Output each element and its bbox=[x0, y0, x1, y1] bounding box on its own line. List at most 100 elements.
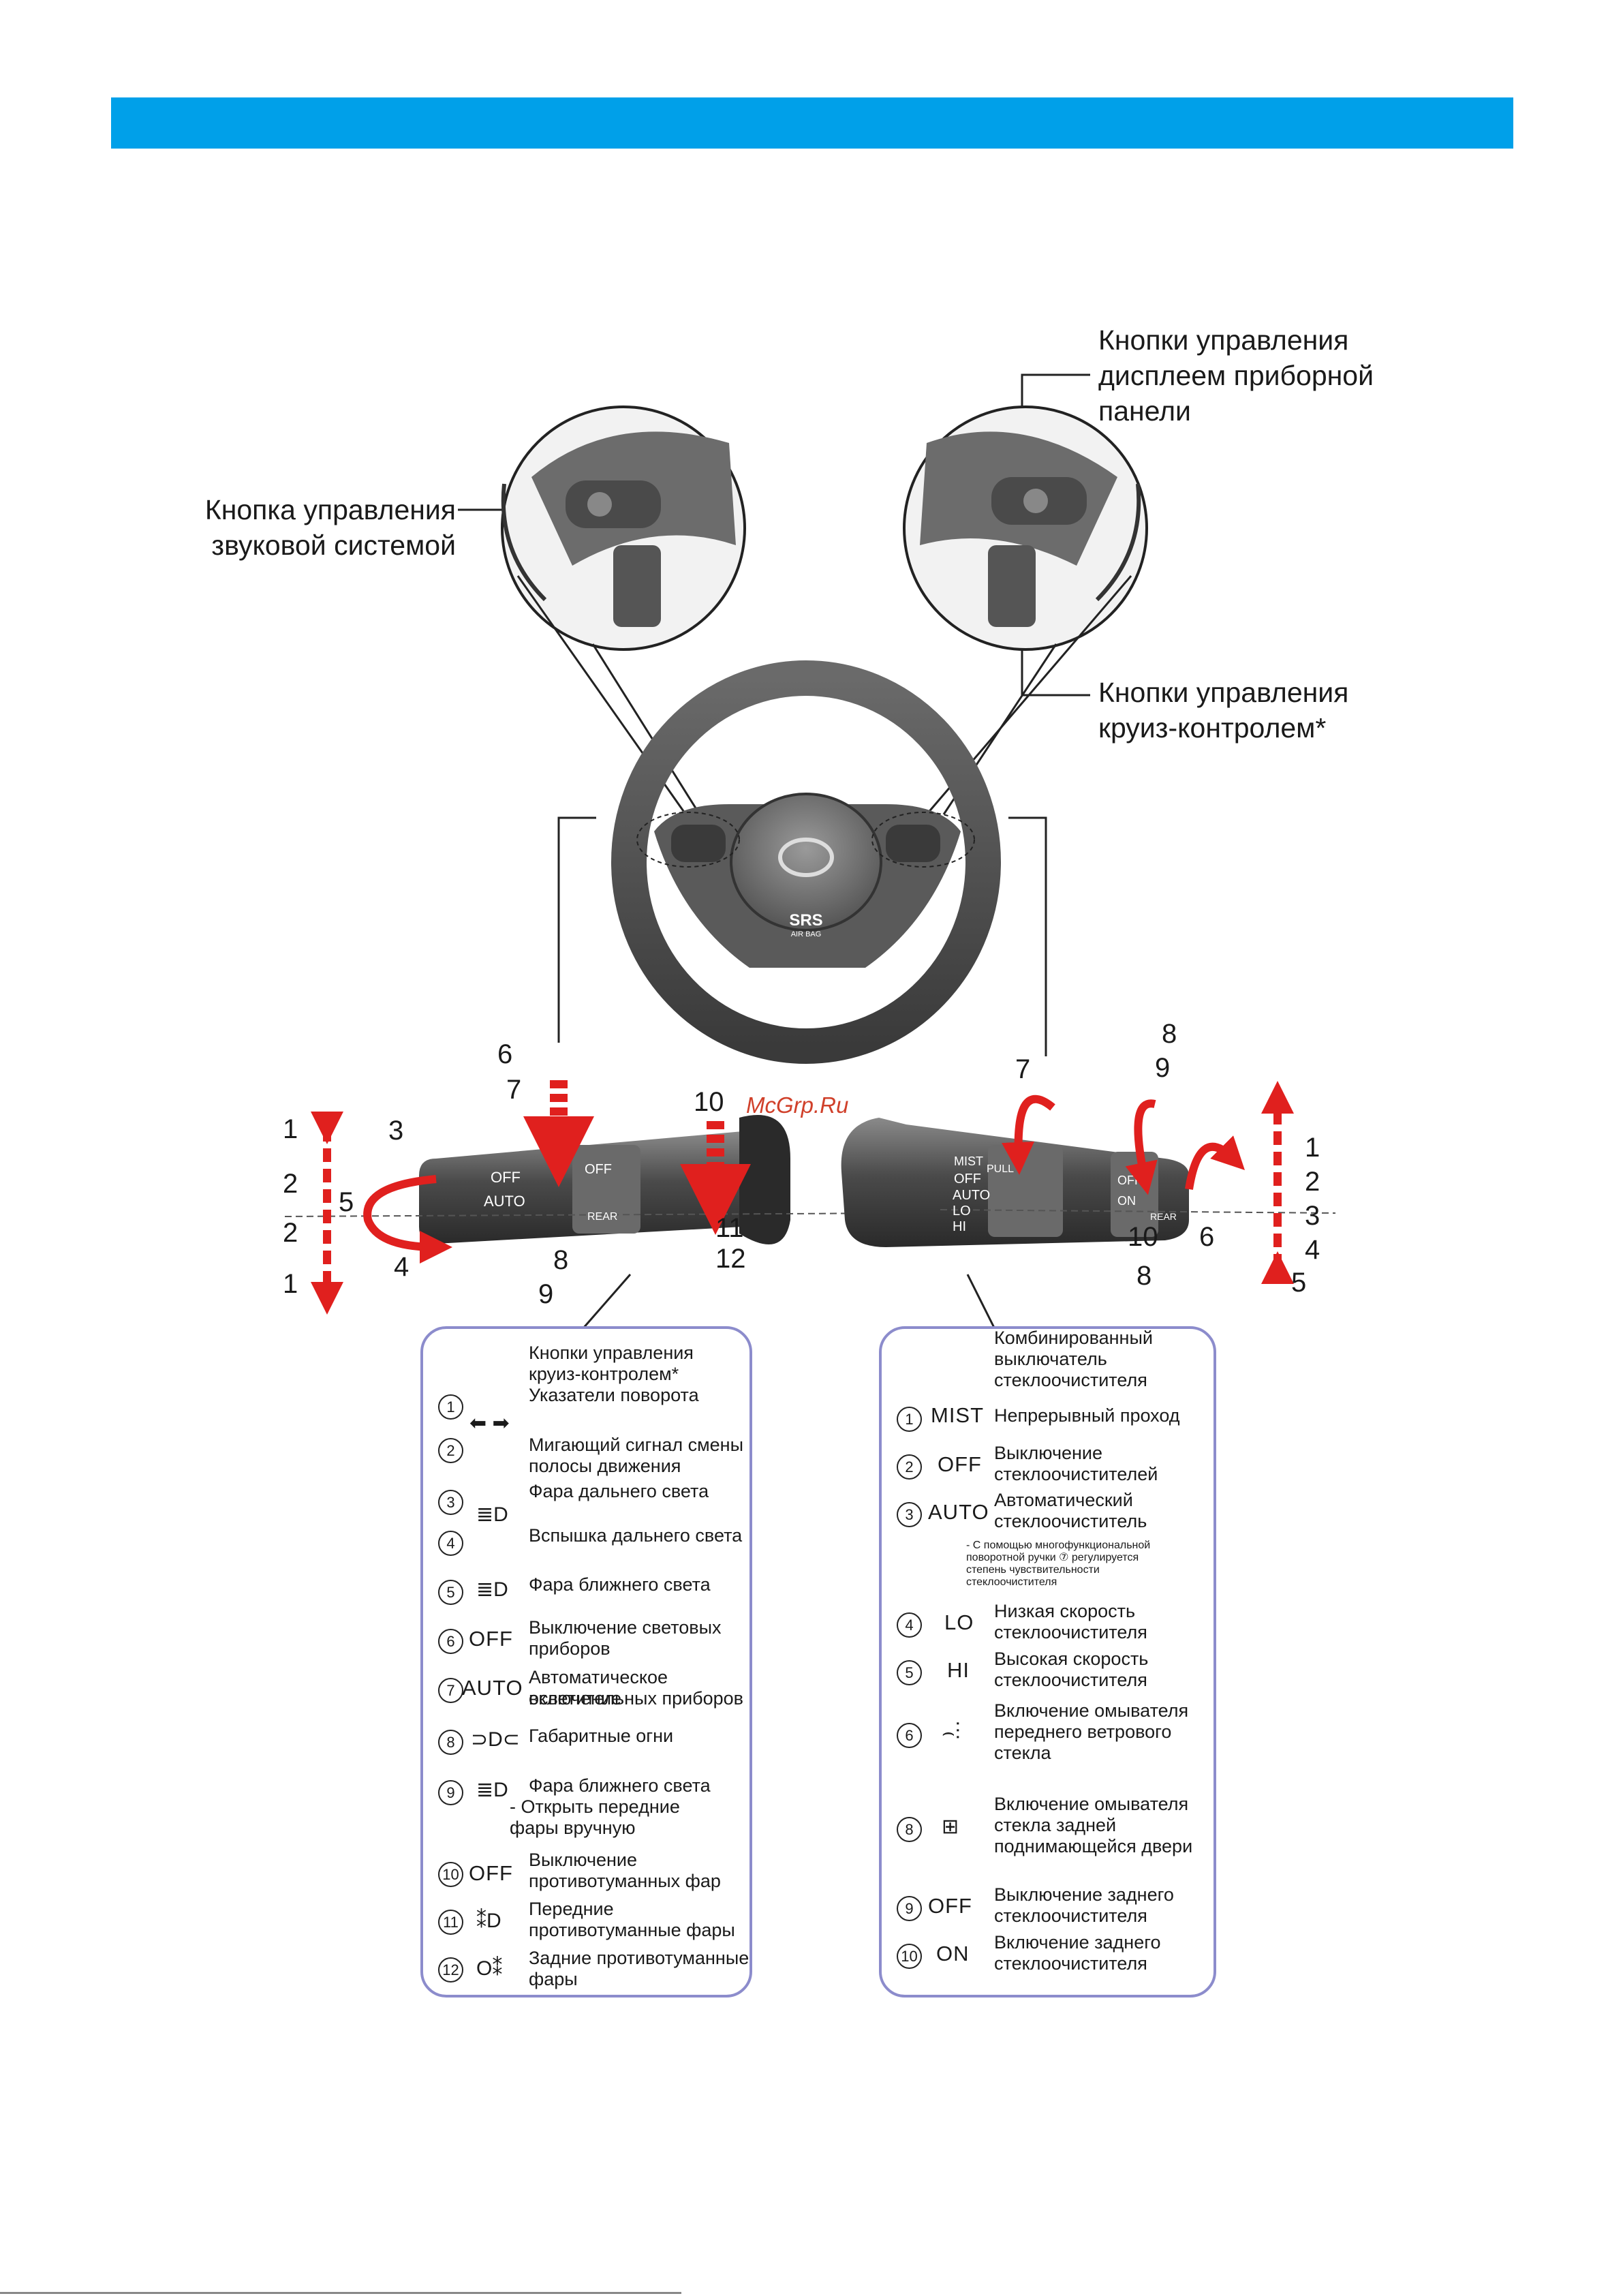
lighting-header-2: круиз-контролем* bbox=[529, 1364, 679, 1384]
right-num-9: 9 bbox=[1155, 1053, 1170, 1083]
wiper-header-2: выключатель bbox=[994, 1349, 1107, 1369]
right-num-10: 10 bbox=[1128, 1222, 1158, 1252]
low-beam-icon: ≣D bbox=[476, 1578, 508, 1601]
right-num-3: 3 bbox=[1305, 1201, 1320, 1231]
row-number: 1 bbox=[897, 1407, 922, 1432]
left-num-2b: 2 bbox=[283, 1218, 298, 1248]
callout-cruise-line1: Кнопки управления bbox=[1098, 677, 1349, 708]
row-desc: Фара ближнего света bbox=[529, 1775, 711, 1796]
right-num-8a: 8 bbox=[1162, 1019, 1177, 1049]
front-fog-icon: ⁑D bbox=[476, 1910, 501, 1932]
rear-fog-icon: O⁑ bbox=[476, 1957, 503, 1980]
row-code: AUTO bbox=[462, 1676, 523, 1700]
row-number: 9 bbox=[897, 1896, 922, 1921]
row-desc: - Открыть передние bbox=[510, 1796, 680, 1817]
row-desc: Непрерывный проход bbox=[994, 1405, 1180, 1426]
fog-off-label: OFF bbox=[585, 1162, 612, 1177]
callout-audio: Кнопка управления звуковой системой bbox=[196, 492, 456, 563]
row-number: 10 bbox=[897, 1944, 922, 1969]
row-desc: Выключение bbox=[529, 1850, 638, 1870]
right-num-6: 6 bbox=[1199, 1222, 1214, 1252]
watermark: McGrp.Ru bbox=[746, 1092, 849, 1118]
row-desc: стеклоочиститель bbox=[994, 1511, 1147, 1531]
left-num-1a: 1 bbox=[283, 1114, 298, 1144]
row-desc: Фара дальнего света bbox=[529, 1481, 709, 1501]
row-code: OFF bbox=[469, 1861, 513, 1885]
row-number: 3 bbox=[897, 1502, 922, 1527]
row-desc: стеклоочистителей bbox=[994, 1464, 1158, 1484]
row-desc: Фара ближнего света bbox=[529, 1574, 711, 1595]
row-desc: приборов bbox=[529, 1638, 610, 1659]
row-number: 8 bbox=[897, 1817, 922, 1842]
row-number: 10 bbox=[438, 1862, 463, 1887]
row-number: 4 bbox=[897, 1612, 922, 1638]
row-desc: поднимающейся двери bbox=[994, 1836, 1193, 1856]
left-num-4: 4 bbox=[394, 1252, 409, 1282]
row-desc: противотуманных фар bbox=[529, 1871, 721, 1891]
row-code: HI bbox=[947, 1658, 970, 1682]
wiper-mist-label: MIST bbox=[954, 1154, 983, 1168]
wiper-off-label: OFF bbox=[954, 1172, 981, 1187]
right-num-2: 2 bbox=[1305, 1167, 1320, 1197]
row-number: 5 bbox=[438, 1580, 463, 1605]
light-auto-label: AUTO bbox=[484, 1193, 525, 1210]
right-num-7: 7 bbox=[1015, 1054, 1030, 1084]
lighting-legend-panel: Кнопки управления круиз-контролем* Указа… bbox=[420, 1326, 752, 1997]
right-stalk-arrows bbox=[1002, 1081, 1294, 1284]
row-number: 12 bbox=[438, 1957, 463, 1983]
row-desc: Высокая скорость bbox=[994, 1649, 1149, 1669]
callout-display-line1: Кнопки управления bbox=[1098, 324, 1349, 356]
row-desc: Передние bbox=[529, 1899, 614, 1919]
high-beam-icon: ≣D bbox=[476, 1503, 508, 1526]
row-number: 11 bbox=[438, 1910, 463, 1935]
stalk-numbers: 1 2 2 1 3 4 5 6 7 8 9 10 11 12 7 8 9 1 2… bbox=[283, 1019, 1320, 1309]
right-num-5: 5 bbox=[1291, 1268, 1306, 1298]
row-desc: Мигающий сигнал смены bbox=[529, 1435, 743, 1455]
left-num-5: 5 bbox=[339, 1187, 354, 1217]
row-code: OFF bbox=[469, 1627, 513, 1651]
row-code: OFF bbox=[938, 1452, 982, 1476]
parking-lamp-icon: ⊃D⊂ bbox=[471, 1728, 520, 1751]
auto-note-line: стеклоочистителя bbox=[966, 1576, 1057, 1588]
row-desc: стеклоочистителя bbox=[994, 1953, 1147, 1974]
header-bar bbox=[111, 97, 1513, 149]
rear-wiper-off-label: OFF bbox=[1117, 1174, 1142, 1187]
row-desc: Выключение световых bbox=[529, 1617, 722, 1638]
callout-audio-line1: Кнопка управления bbox=[204, 494, 456, 525]
row-code: LO bbox=[944, 1610, 974, 1634]
light-off-label: OFF bbox=[491, 1169, 521, 1186]
auto-note-line: - С помощью многофункциональной bbox=[966, 1540, 1151, 1551]
row-desc: стекла задней bbox=[994, 1815, 1117, 1835]
steering-wheel: SRS AIR BAG bbox=[611, 660, 1001, 1064]
row-desc: противотуманные фары bbox=[529, 1920, 735, 1940]
row-desc: фары вручную bbox=[510, 1818, 636, 1838]
row-desc: Габаритные огни bbox=[529, 1726, 674, 1746]
row-desc: полосы движения bbox=[529, 1456, 681, 1476]
row-desc: Вспышка дальнего света bbox=[529, 1525, 743, 1546]
rear-washer-icon: ⊞ bbox=[942, 1816, 959, 1838]
right-num-8b: 8 bbox=[1137, 1261, 1151, 1291]
wiper-header-1: Комбинированный bbox=[994, 1328, 1153, 1348]
wiper-pull-label: PULL bbox=[987, 1163, 1014, 1175]
left-num-12: 12 bbox=[715, 1244, 746, 1274]
left-num-3: 3 bbox=[388, 1116, 403, 1146]
row-desc: Включение омывателя bbox=[994, 1700, 1189, 1721]
left-num-7: 7 bbox=[506, 1075, 521, 1105]
wiper-lo-label: LO bbox=[953, 1204, 971, 1219]
turn-arrows-icon: ⬅ ➡ bbox=[469, 1412, 510, 1435]
low-beam-icon: ≣D bbox=[476, 1779, 508, 1801]
row-number: 9 bbox=[438, 1780, 463, 1805]
row-code: AUTO bbox=[928, 1500, 989, 1524]
row-desc: Выключение заднего bbox=[994, 1884, 1174, 1905]
row-code: ON bbox=[936, 1942, 970, 1965]
row-desc: переднего ветрового bbox=[994, 1721, 1172, 1742]
row-desc: Выключение bbox=[994, 1443, 1103, 1463]
left-num-2a: 2 bbox=[283, 1169, 298, 1199]
auto-note-line: поворотной ручки ⑦ регулируется bbox=[966, 1552, 1139, 1563]
left-num-10: 10 bbox=[694, 1087, 724, 1117]
row-desc: Включение заднего bbox=[994, 1932, 1161, 1953]
row-desc: стеклоочистителя bbox=[994, 1622, 1147, 1642]
row-desc: фары bbox=[529, 1969, 578, 1989]
row-desc: стеклоочистителя bbox=[994, 1905, 1147, 1926]
